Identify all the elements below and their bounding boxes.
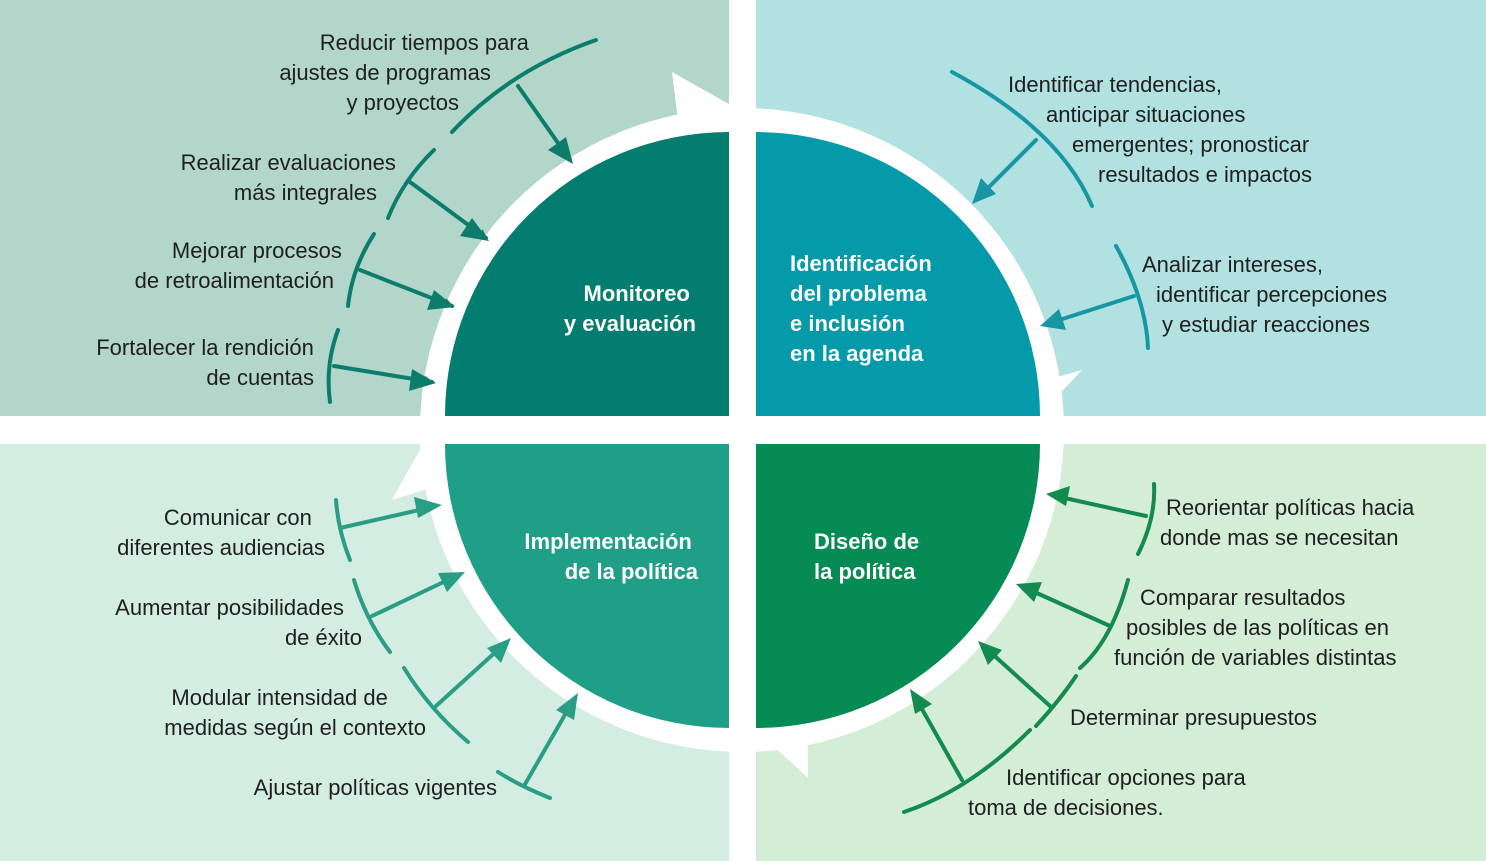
- connector-diseno-1: [1058, 495, 1148, 518]
- stage-title-monitoreo: Monitoreo y evaluación: [564, 281, 696, 336]
- arc-monitoreo-3: [346, 232, 376, 308]
- arrowhead-implementacion-4: [556, 693, 578, 720]
- branches-implementacion: [334, 498, 572, 800]
- arrowhead-diseno-2: [1016, 582, 1042, 602]
- stage-title-identificacion: Identificación del problema e inclusión …: [790, 251, 938, 366]
- action-diseno-4: Identificar opciones para toma de decisi…: [968, 765, 1252, 820]
- arrowhead-identificacion-1: [972, 178, 996, 204]
- arc-implementacion-4: [496, 770, 552, 800]
- action-monitoreo-1: Reducir tiempos para ajustes de programa…: [279, 30, 535, 115]
- action-monitoreo-4: Fortalecer la rendición de cuentas: [96, 335, 320, 390]
- connector-diseno-4: [916, 700, 964, 782]
- connector-identificacion-2: [1048, 294, 1136, 325]
- connector-diseno-2: [1028, 588, 1112, 628]
- arc-monitoreo-1: [450, 38, 598, 134]
- action-identificacion-2: Analizar intereses, identificar percepci…: [1142, 252, 1393, 337]
- wedge-identificacion: [756, 132, 1040, 416]
- action-implementacion-3: Modular intensidad de medidas según el c…: [164, 685, 426, 740]
- arc-identificacion-1: [950, 70, 1094, 208]
- arc-diseno-4: [902, 728, 1032, 814]
- arrowhead-implementacion-2: [438, 572, 465, 592]
- action-implementacion-2: Aumentar posibilidades de éxito: [115, 595, 362, 650]
- arrowhead-monitoreo-1: [548, 137, 573, 164]
- arrowhead-diseno-4: [910, 689, 932, 714]
- action-diseno-2: Comparar resultados posibles de las polí…: [1114, 585, 1397, 670]
- wedge-monitoreo: [445, 132, 729, 416]
- action-monitoreo-2: Realizar evaluaciones más integrales: [181, 150, 402, 205]
- ring-arrowhead-left: [392, 428, 488, 500]
- ring-arrowhead-top: [672, 72, 743, 152]
- arc-monitoreo-2: [386, 148, 436, 220]
- branches-diseno: [902, 482, 1157, 814]
- arc-identificacion-2: [1114, 244, 1150, 350]
- arrowhead-diseno-3: [978, 641, 1002, 665]
- arc-implementacion-3: [402, 666, 470, 744]
- stage-title-implementacion: Implementación de la política: [524, 529, 698, 584]
- arc-monitoreo-4: [326, 328, 340, 404]
- action-diseno-1: Reorientar políticas hacia donde mas se …: [1160, 495, 1420, 550]
- connector-diseno-3: [986, 648, 1052, 708]
- arc-diseno-2: [1078, 578, 1130, 670]
- arc-diseno-1: [1136, 482, 1157, 556]
- action-diseno-3: Determinar presupuestos: [1070, 705, 1317, 730]
- wedge-diseno: [756, 444, 1040, 728]
- connector-identificacion-1: [978, 138, 1038, 198]
- cycle-ring: [420, 108, 1064, 752]
- connector-implementacion-3: [434, 646, 502, 708]
- wedge-implementacion: [445, 444, 729, 728]
- connector-implementacion-2: [370, 576, 454, 618]
- branches-identificacion: [950, 70, 1150, 350]
- action-monitoreo-3: Mejorar procesos de retroalimentación: [135, 238, 348, 293]
- arrowhead-implementacion-3: [487, 638, 511, 663]
- action-identificacion-1: Identificar tendencias, anticipar situac…: [1008, 72, 1315, 187]
- arrowhead-monitoreo-4: [409, 369, 436, 391]
- connector-implementacion-1: [338, 506, 430, 530]
- action-implementacion-1: Comunicar con diferentes audiencias: [117, 505, 325, 560]
- arc-implementacion-1: [334, 498, 352, 562]
- arrowhead-monitoreo-3: [427, 290, 455, 310]
- arc-diseno-3: [1034, 674, 1078, 728]
- arrowhead-implementacion-1: [414, 497, 442, 518]
- action-implementacion-4: Ajustar políticas vigentes: [254, 775, 497, 800]
- connector-implementacion-4: [522, 704, 572, 788]
- arrowhead-diseno-1: [1046, 486, 1070, 506]
- arrowhead-identificacion-2: [1040, 309, 1066, 330]
- stage-title-diseno: Diseño de la política: [814, 529, 925, 584]
- arrowhead-monitoreo-2: [460, 218, 489, 241]
- arc-implementacion-2: [352, 578, 392, 654]
